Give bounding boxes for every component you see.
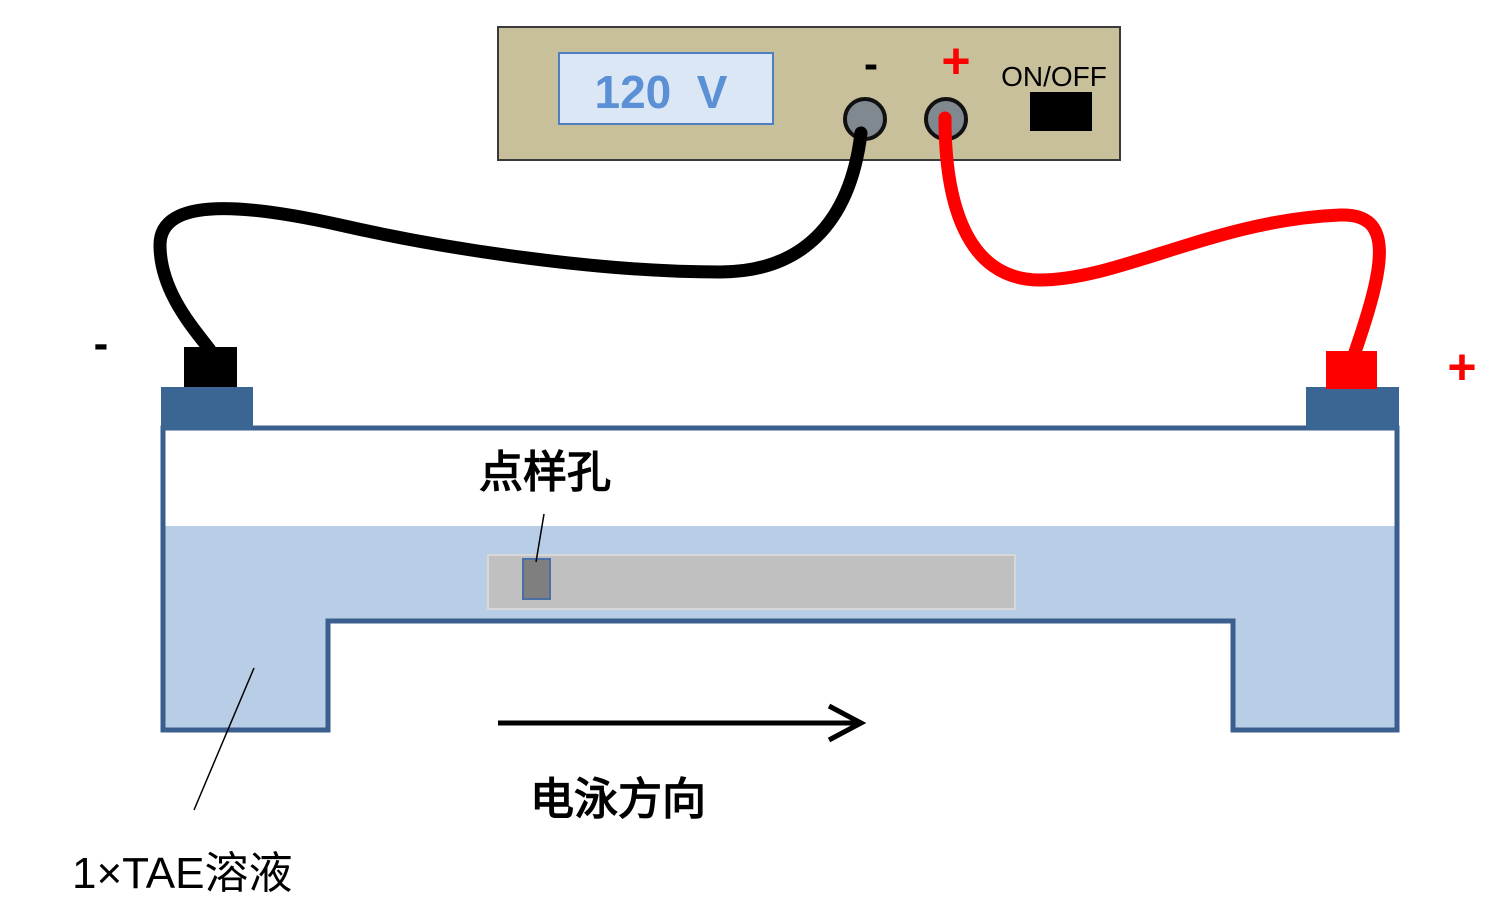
voltage-display [558,52,774,125]
on-off-switch[interactable] [1030,92,1092,131]
tank-outline [160,425,1400,733]
sample-well [522,558,551,600]
direction-arrow [498,703,867,743]
tank-positive-sign: + [1447,339,1476,395]
tank-upper [163,428,1397,526]
electrophoresis-tank [160,387,1400,733]
on-off-label: ON/OFF [1001,61,1107,92]
negative-connector[interactable] [184,347,237,387]
supply-positive-sign: + [941,33,970,89]
buffer-solution [163,526,1397,730]
direction-label: 电泳方向 [530,775,706,824]
power-supply: 120 V - + ON/OFF [497,26,1121,161]
tank-negative-sign: - [94,319,109,368]
positive-connector[interactable] [1326,351,1377,389]
well-leader-line [535,513,545,563]
positive-wire [938,111,1386,359]
buffer-leader-line [193,667,255,811]
well-label: 点样孔 [479,448,611,497]
negative-electrode-block [161,387,253,430]
negative-wire [153,126,868,357]
positive-electrode-block [1306,387,1399,430]
supply-negative-sign: - [864,40,878,87]
voltage-readout: 120 V [595,66,728,118]
buffer-label: 1×TAE溶液 [72,849,292,898]
agarose-gel [487,554,1016,610]
